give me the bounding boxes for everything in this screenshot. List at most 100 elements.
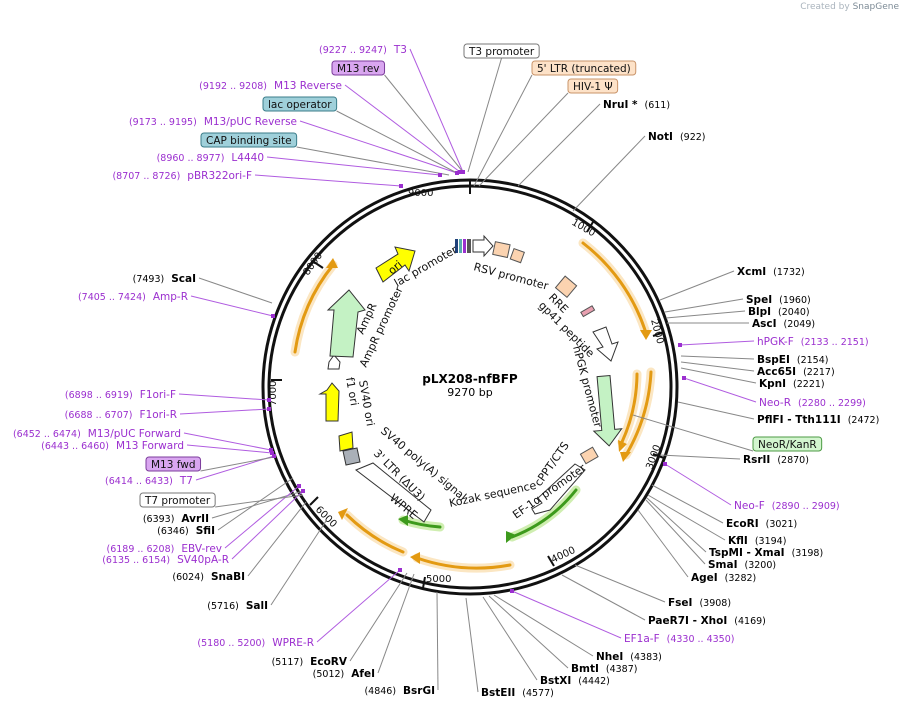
primer-marker-12 [301,489,305,493]
primer-marker-9 [270,451,274,455]
arrow-heads [326,258,652,564]
right-label-text-hpgk-f: hPGK-F [757,336,794,348]
right-label-pos-blpi: (2040) [778,307,810,318]
right-connector-noti [572,135,646,212]
right-connector-ef1a-f [511,590,622,639]
label-rsv-promoter: RSV promoter [472,260,550,293]
left-label-pbr322ori-f: pBR322ori-F(8707 .. 8726) [112,170,252,182]
left-label-pos-sfii: (6346) [157,526,189,537]
primer-marker-0 [461,170,465,174]
left-connector-m13-reverse [344,84,461,173]
primer-marker-7 [267,407,271,411]
right-label-ecori: EcoRI(3021) [726,518,797,530]
right-label-pos-nrui: (611) [645,100,671,111]
left-label-avrii: AvrII(6393) [143,513,209,525]
boxed-connector-m13-fwd [200,456,275,472]
boxed-label-5-ltr-truncated: 5' LTR (truncated) [531,60,637,76]
left-label-pos-sali: (5716) [207,601,239,612]
boxed-label-frame-lac-operator [262,96,338,112]
right-label-blpi: BlpI (2040) [748,306,810,318]
boxed-label-text-neor-kanr: NeoR/KanR [758,439,817,451]
left-label-sv40pa-r: SV40pA-R(6135 .. 6154) [102,554,229,566]
left-label-pos-pbr322ori-f: (8707 .. 8726) [112,171,180,182]
plasmid-size: 9270 bp [447,386,492,399]
connector-lines [178,48,757,693]
left-label-snabi: SnaBI(6024) [172,571,245,583]
left-label-text-sali: SalI [246,600,268,612]
right-label-text-nrui: NruI * [603,99,638,111]
primer-marker-5 [271,314,275,318]
left-label-sali: SalI (5716) [207,600,268,612]
right-label-pos-acc65i: (2217) [803,367,835,378]
primer-marker-1 [458,170,462,174]
primer-marker-3 [438,173,442,177]
right-label-pos-bspei: (2154) [797,355,829,366]
left-label-text-t3: T3 [393,44,407,56]
right-connector-spei [664,298,744,313]
boxed-label-text-m13-fwd: M13 fwd [151,459,196,471]
right-connector-bsteii [465,597,479,693]
right-label-text-neo-r: Neo-R [759,397,791,409]
left-label-amp-r: Amp-R(7405 .. 7424) [78,291,188,303]
left-label-text-f1ori-r: F1ori-R [140,409,177,421]
left-connector-m13-forward [186,444,273,454]
primer-marker-15 [682,376,686,380]
right-label-pos-pflfi-tth111i: (2472) [848,415,880,426]
left-label-text-l4440: L4440 [231,152,264,164]
right-label-text-spei: SpeI [746,294,772,306]
right-label-xcmi: XcmI(1732) [737,266,805,278]
left-connector-t7 [195,455,275,481]
right-connector-xcmi [659,270,735,301]
right-label-pos-rsrii: (2870) [777,455,809,466]
right-label-bstxi: BstXI(4442) [540,675,610,687]
right-connector-bstxi [482,596,538,681]
left-label-text-bsrgi: BsrGI [403,685,435,697]
primer-marker-4 [399,184,403,188]
right-label-text-blpi: BlpI [748,306,771,318]
right-label-pos-xcmi: (1732) [773,267,805,278]
boxed-label-frame-hiv-1 [567,78,619,94]
right-label-agei: AgeI(3282) [691,572,756,584]
right-label-pos-fsei: (3908) [699,598,731,609]
ring-tick-marks [271,180,665,589]
tick-4000: 4000 [550,545,578,566]
left-connector-ebv-rev [224,485,300,549]
right-label-acc65i: Acc65I(2217) [757,366,835,378]
left-label-text-ebv-rev: EBV-rev [181,543,222,555]
right-label-pos-nhei: (4383) [630,652,662,663]
left-label-f1ori-f: F1ori-F(6898 .. 6919) [65,389,176,401]
boxed-connector-lac-operator [336,110,458,174]
right-label-text-bsteii: BstEII [481,687,515,699]
right-label-fsei: FseI(3908) [668,597,731,609]
left-label-text-sfii: SfiI [196,525,215,537]
right-connector-neo-f [664,463,732,506]
right-connector-ecori [651,484,724,524]
left-label-text-ecorv: EcoRV [310,656,348,668]
left-label-pos-bsrgi: (4846) [364,686,396,697]
primer-marker-2 [455,171,459,175]
right-connector-tspmi-xmai [646,497,707,553]
left-connector-t3 [409,48,464,173]
right-label-text-paer7i-xhoi: PaeR7I - XhoI [648,615,727,627]
right-connector-agei [637,509,689,578]
site-labels: NruI *(611)NotI(922)XcmI(1732)SpeI(1960)… [13,44,879,699]
boxed-label-text-cap-binding-site: CAP binding site [206,135,292,147]
boxed-label-text-hiv-1: HIV-1 Ψ [573,81,613,93]
right-label-pos-tspmi-xmai: (3198) [792,548,824,559]
boxed-label-m13-rev: M13 rev [331,60,386,76]
snapgene-logo: SnapGene [852,2,899,12]
left-label-sfii: SfiI (6346) [157,525,215,537]
left-label-m13-reverse: M13 Reverse(9192 .. 9208) [199,80,342,92]
right-connector-neo-r [683,377,757,403]
right-label-spei: SpeI(1960) [746,294,811,306]
right-connector-hpgk-f [679,340,755,346]
boxed-connector-5-ltr-truncated [473,74,533,187]
right-label-text-agei: AgeI [691,572,718,584]
left-label-m13-puc-forward: M13/pUC Forward(6452 .. 6474) [13,428,181,440]
boxed-label-frame-t3-promoter [463,43,540,59]
label-f1-ori: f1 ori [343,376,361,407]
left-connector-sali [270,520,327,606]
left-label-pos-t7: (6414 .. 6433) [105,476,173,487]
left-label-pos-m13-forward: (6443 .. 6460) [41,441,109,452]
